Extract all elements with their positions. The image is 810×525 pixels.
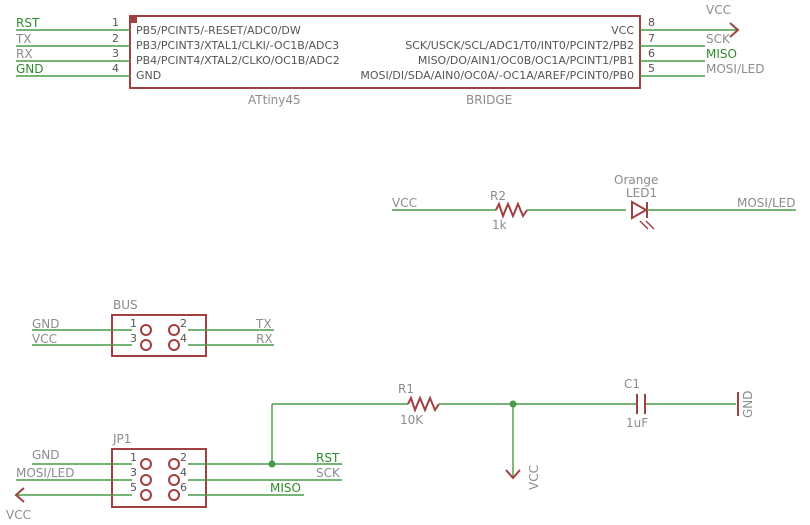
pin-num-4: 4 [112,62,119,75]
jp1-pin4-pad [168,474,180,486]
net-label-mosi-led: MOSI/LED [706,62,765,76]
bus-pin-num-3: 3 [130,332,137,345]
jp1-pin1-pad [140,458,152,470]
jp1-net-gnd: GND [32,448,60,462]
jp1-pin2-pad [168,458,180,470]
r2-resistor-icon [495,201,528,219]
jp1-vcc-arrow-icon [14,487,25,503]
reset-circuit: R1 10K C1 1uF GND VCC [271,377,755,490]
rst-junction-dot [268,460,276,468]
bus-pin3-pad [140,339,152,351]
attiny45-chip: VCC RST TX RX GND 1 2 3 4 PB5/PCINT5/-RE… [15,3,765,107]
pin-fn-7: SCK/USCK/SCL/ADC1/T0/INT0/PCINT2/PB2 [405,39,634,52]
pin-fn-4: GND [136,69,161,82]
pin-num-3: 3 [112,47,119,60]
jp1-vcc-symbol: VCC [6,508,31,522]
jp1-pin6-pad [168,489,180,501]
vcc-arrow-down-icon [505,469,521,480]
jp1-pin-num-1: 1 [130,451,137,464]
pin-fn-2: PB3/PCINT3/XTAL1/CLKI/-OC1B/ADC3 [136,39,339,52]
vcc-arrow-icon [729,22,740,38]
net-label-rx: RX [16,47,33,61]
bus-net-vcc: VCC [32,332,57,346]
bus-net-gnd: GND [32,317,60,331]
chip-name: ATtiny45 [248,93,301,107]
r1-value: 10K [400,413,424,427]
jp1-pin-num-5: 5 [130,481,137,494]
jp1-pin-num-4: 4 [180,466,187,479]
jp1-net-rst: RST [316,451,340,465]
r1-name: R1 [398,382,414,396]
bus-pin-num-1: 1 [130,317,137,330]
bus-header: BUS GND VCC TX RX 1 2 3 4 [32,298,274,357]
jp1-pin-num-2: 2 [180,451,187,464]
jp1-pin-num-6: 6 [180,481,187,494]
chip-pin1-marker [130,16,137,23]
jp1-header: JP1 GND MOSI/LED VCC RST SCK MISO 1 2 3 … [6,432,342,522]
bus-pin4-pad [168,339,180,351]
pin-num-1: 1 [112,16,119,29]
r2-name: R2 [490,189,506,203]
jp1-net-mosi: MOSI/LED [16,466,75,480]
vcc-symbol-label: VCC [527,465,541,490]
bus-pin2-pad [168,324,180,336]
r2-value: 1k [492,218,507,232]
led-net-vcc: VCC [392,196,417,210]
pin-fn-1: PB5/PCINT5/-RESET/ADC0/DW [136,24,301,37]
r1-resistor-icon [407,395,440,413]
chip-value: BRIDGE [466,93,512,107]
pin-fn-5: MOSI/DI/SDA/AIN0/OC0A/-OC1A/AREF/PCINT0/… [360,69,634,82]
c1-value: 1uF [626,416,648,430]
bus-pin-num-4: 4 [180,332,187,345]
led-emission-arrow-1 [639,220,649,230]
jp1-pin3-pad [140,474,152,486]
pin-fn-3: PB4/PCINT4/XTAL2/CLKO/OC1B/ADC2 [136,54,340,67]
net-label-sck: SCK [706,32,731,46]
pin-fn-6: MISO/DO/AIN1/OC0B/OC1A/PCINT1/PB1 [418,54,634,67]
c1-name: C1 [624,377,640,391]
net-label-rst: RST [16,16,40,30]
led-diode-icon [631,200,649,220]
net-label-gnd: GND [16,62,44,76]
chip-body [129,15,641,89]
led-circuit: VCC R2 1k Orange LED1 MOSI/LED [392,173,796,232]
jp1-body [111,448,207,508]
led-net-mosi: MOSI/LED [737,196,796,210]
jp1-net-miso: MISO [270,481,301,495]
chip-vcc-symbol: VCC [706,3,731,17]
bus-body [111,314,207,357]
bus-net-tx: TX [255,317,272,331]
led-value: Orange [614,173,658,187]
jp1-net-sck: SCK [316,466,341,480]
jp1-name: JP1 [112,432,131,446]
gnd-symbol-label: GND [741,390,755,418]
bus-pin-num-2: 2 [180,317,187,330]
bus-name: BUS [113,298,138,312]
pin-num-7: 7 [648,32,655,45]
pin-num-5: 5 [648,62,655,75]
led-emission-arrow-2 [645,220,655,230]
net-label-miso: MISO [706,47,737,61]
pin-fn-8: VCC [611,24,634,37]
bus-pin1-pad [140,324,152,336]
bus-net-rx: RX [256,332,273,346]
jp1-pin5-pad [140,489,152,501]
jp1-pin-num-3: 3 [130,466,137,479]
pin-num-8: 8 [648,16,655,29]
pin-num-6: 6 [648,47,655,60]
led-name: LED1 [626,186,657,200]
pin-num-2: 2 [112,32,119,45]
net-label-tx: TX [15,32,32,46]
